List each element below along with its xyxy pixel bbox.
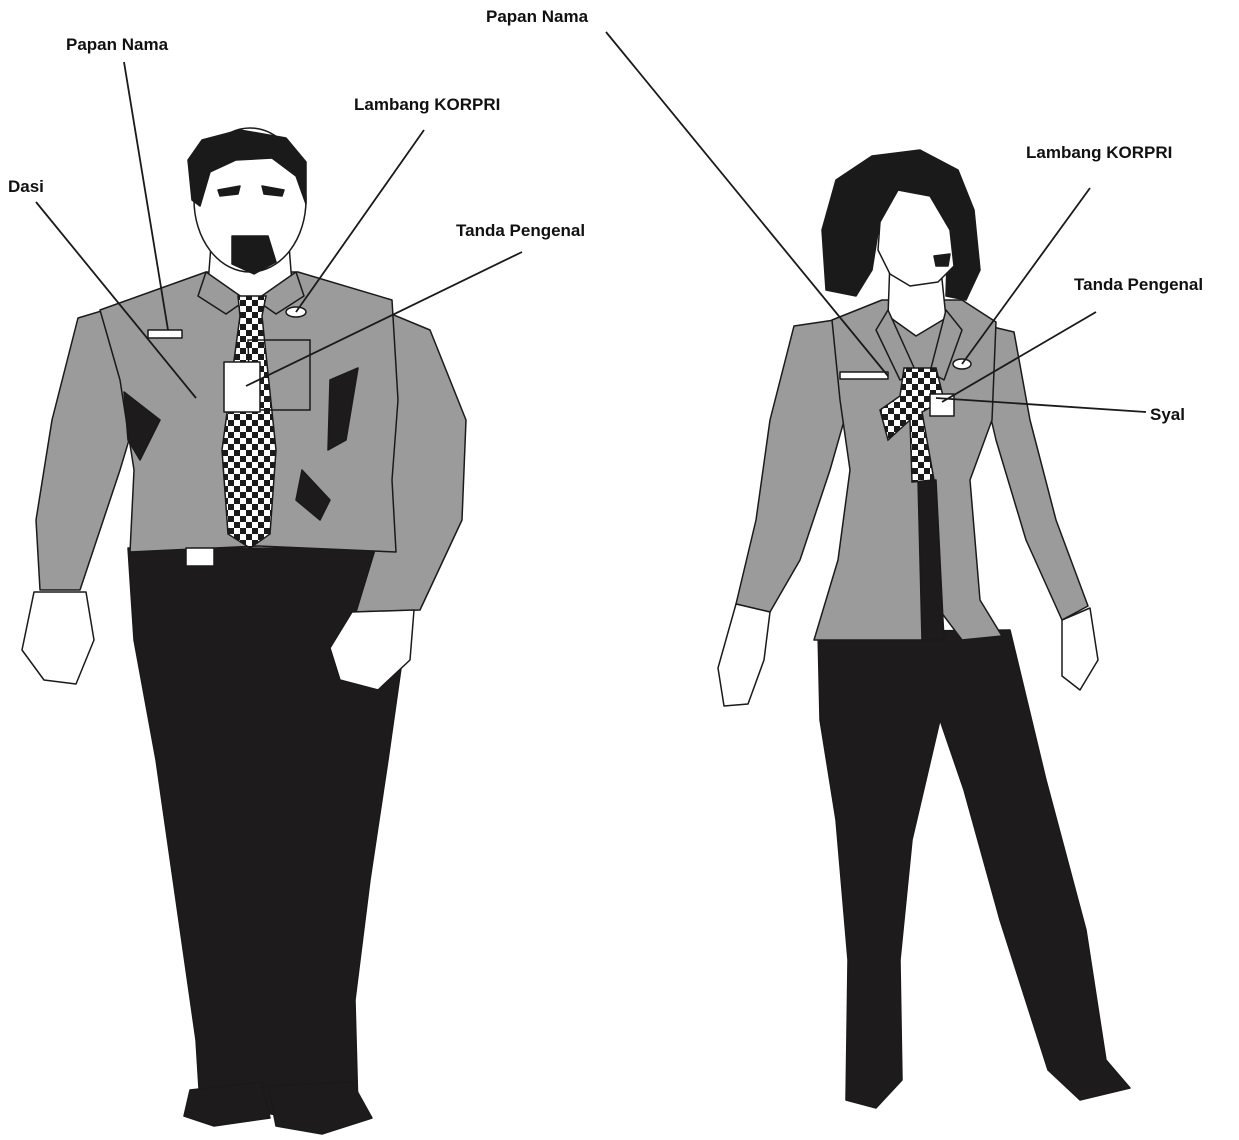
male-left-hand (22, 592, 94, 684)
label-female-name-plate: Papan Nama (486, 7, 589, 26)
label-male-id: Tanda Pengenal (456, 221, 585, 240)
label-male-tie: Dasi (8, 177, 44, 196)
label-male-name-plate: Papan Nama (66, 35, 169, 54)
leader-female-korpri (962, 188, 1090, 364)
male-belt-buckle (186, 548, 214, 566)
female-figure (718, 150, 1130, 1108)
female-lips (934, 254, 950, 266)
female-left-hand (718, 604, 770, 706)
female-left-arm (736, 318, 850, 612)
label-female-id: Tanda Pengenal (1074, 275, 1203, 294)
female-jacket (814, 300, 1002, 640)
label-male-korpri: Lambang KORPRI (354, 95, 500, 114)
male-right-shoe (268, 1082, 372, 1134)
female-right-hand (1062, 608, 1098, 690)
female-name-plate (840, 372, 888, 379)
leader-male-korpri (296, 130, 424, 312)
leader-male-name-plate (124, 62, 168, 330)
male-left-shoe (184, 1082, 270, 1126)
male-figure (22, 128, 466, 1134)
male-name-plate (148, 330, 182, 338)
male-id-card (224, 362, 260, 412)
label-female-korpri: Lambang KORPRI (1026, 143, 1172, 162)
label-female-scarf: Syal (1150, 405, 1185, 424)
female-trousers (818, 630, 1130, 1108)
